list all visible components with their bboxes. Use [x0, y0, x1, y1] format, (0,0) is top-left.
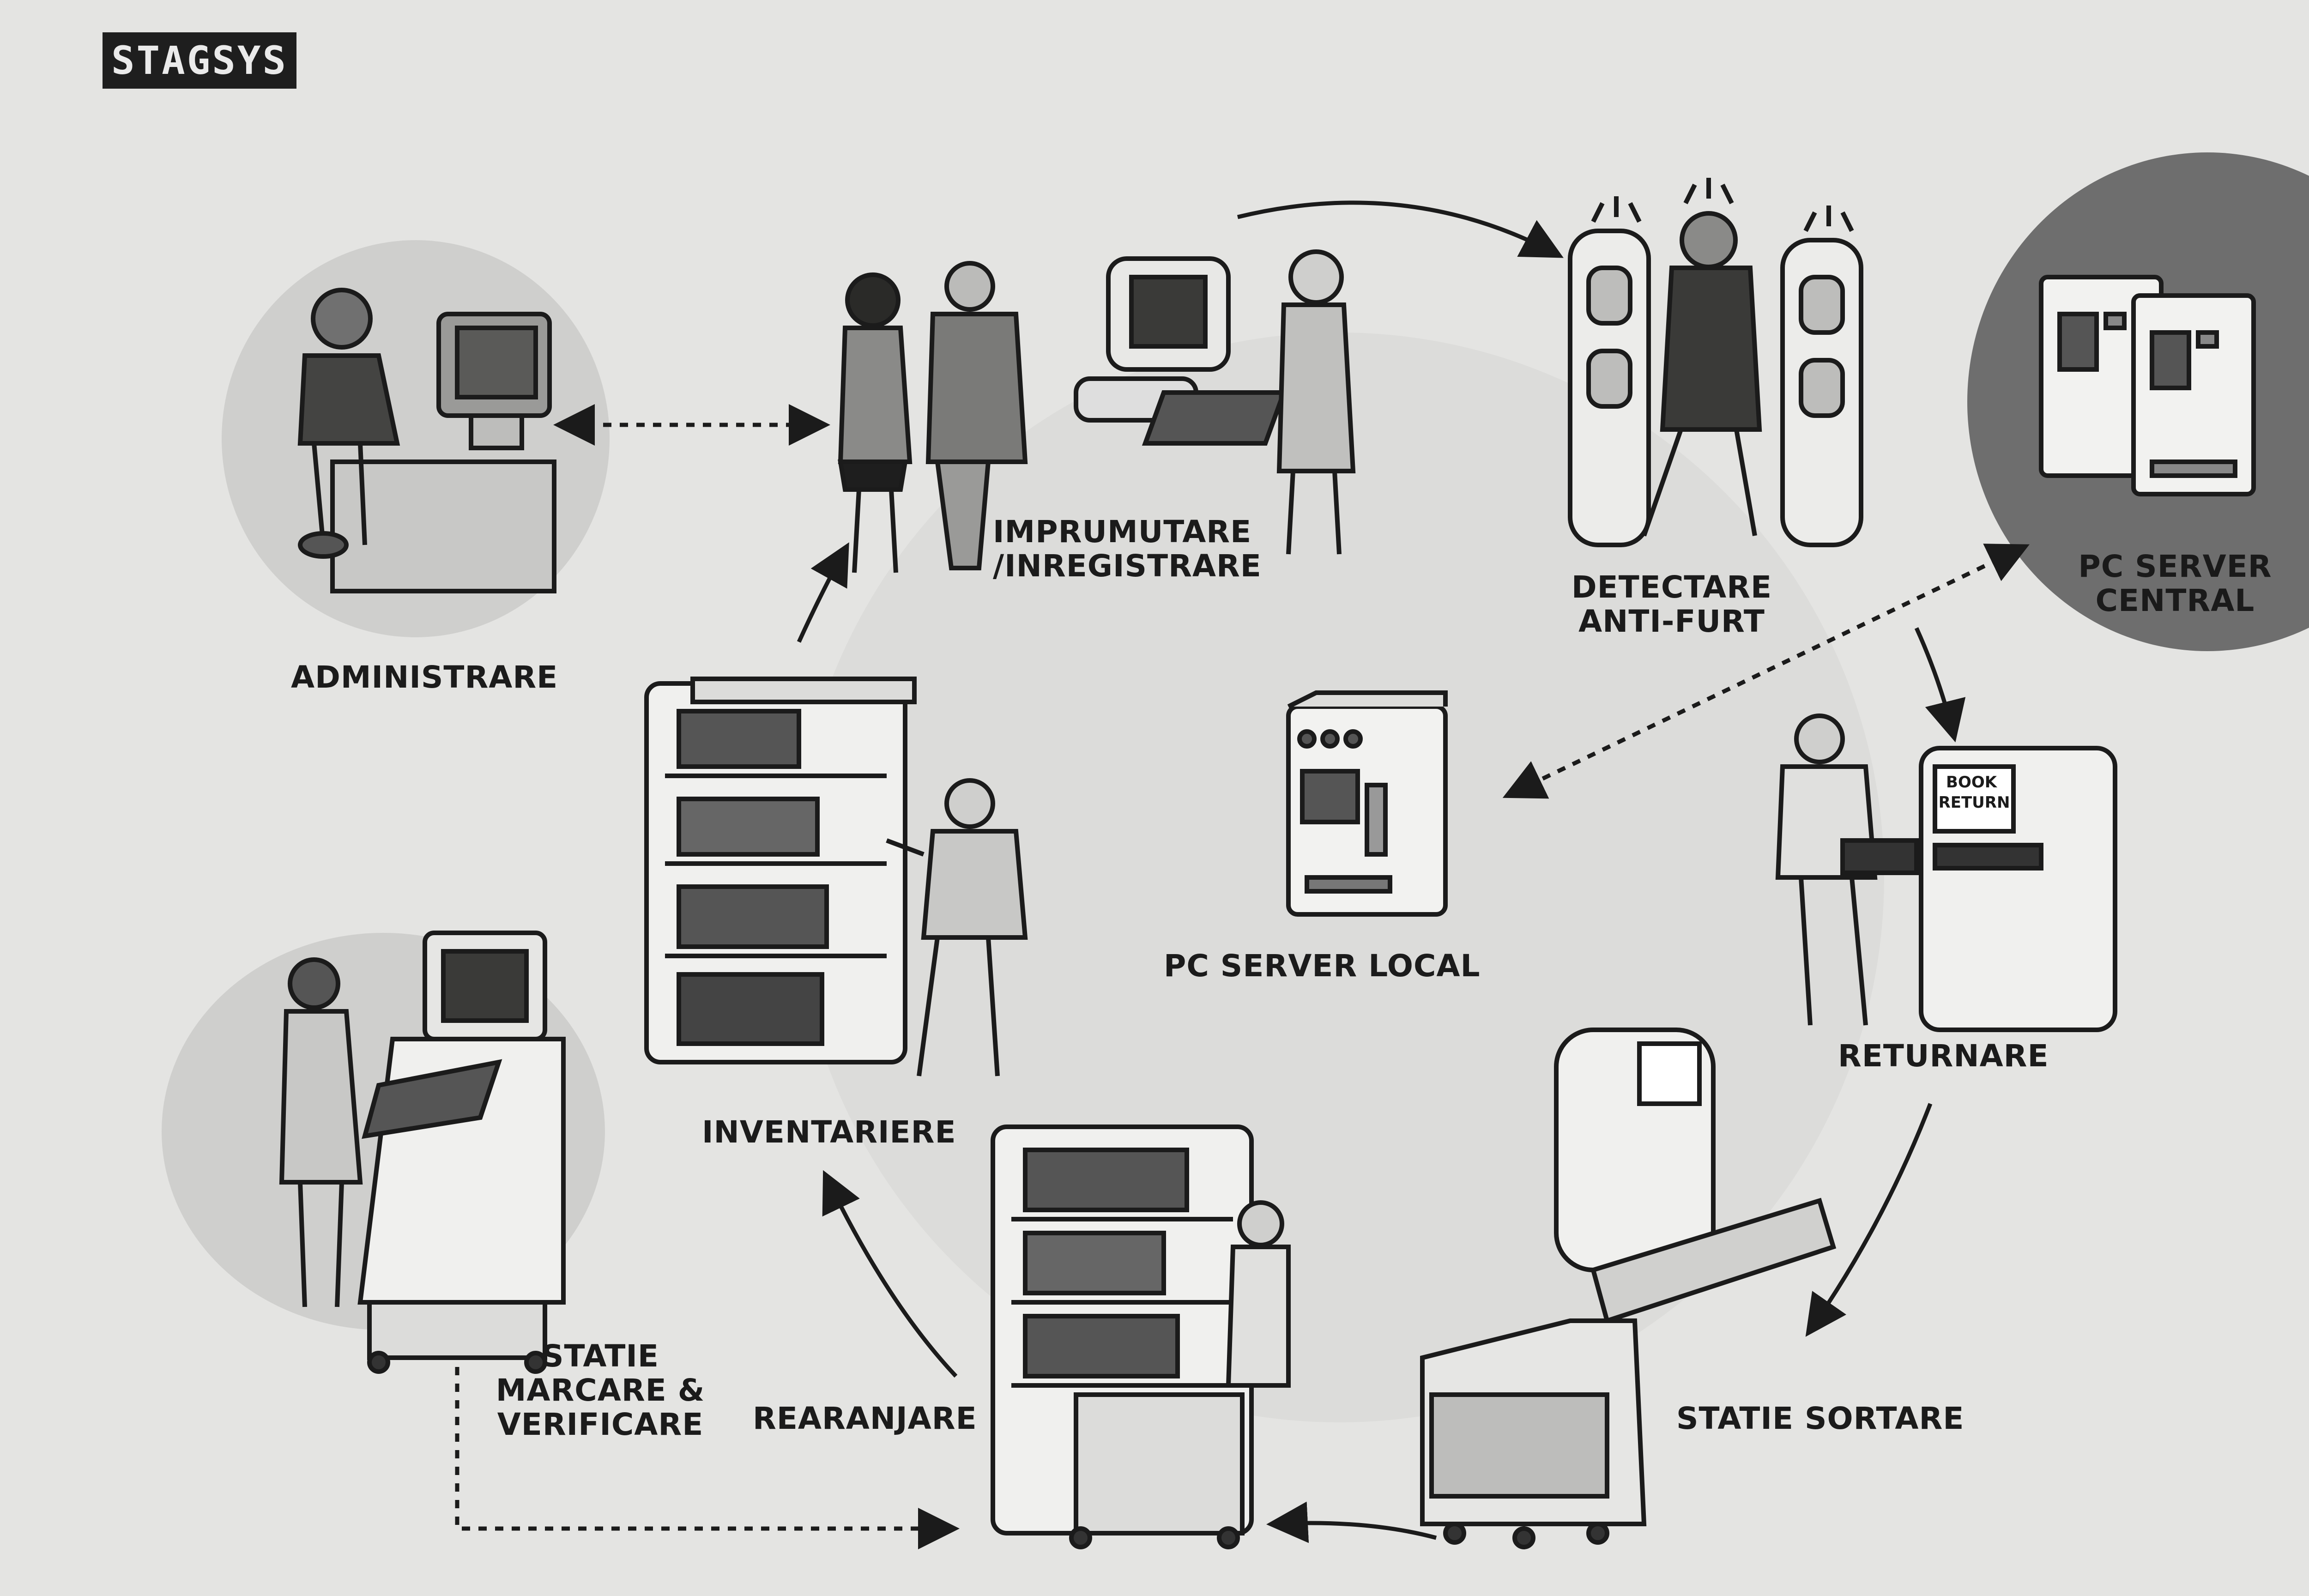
rearanjare-illustration [991, 1124, 1291, 1549]
arrow-central-local [1502, 544, 2030, 799]
stagsys-logo: STAGSYS [103, 32, 296, 89]
label-inventariere: INVENTARIERE [702, 1114, 956, 1150]
label-statie-marcare: STATIE MARCARE & VERIFICARE [496, 1338, 705, 1442]
label-returnare: RETURNARE [1838, 1038, 2049, 1074]
label-pc-server-local: PC SERVER LOCAL [1164, 948, 1481, 984]
administrare-illustration [297, 288, 556, 593]
arrow-central-returnare [1914, 627, 1966, 743]
logo-text: STAGSYS [111, 38, 288, 83]
imprumutare-illustration [838, 249, 1356, 573]
label-administrare: ADMINISTRARE [291, 659, 558, 695]
statie-marcare-illustration [279, 931, 566, 1374]
arrow-sortare-rearanjare [1266, 1501, 1437, 1543]
arrow-returnare-sortare [1805, 1103, 1933, 1337]
label-rearanjare: REARANJARE [753, 1401, 977, 1436]
flow-arrows [455, 200, 2030, 1549]
arrow-marcare-rearanjare [455, 1367, 960, 1549]
arrow-inventariere-imprumutare [797, 542, 849, 643]
label-imprumutare: IMPRUMUTARE /INREGISTRARE [993, 514, 1262, 584]
arrow-imprumutare-detectare [1237, 200, 1564, 258]
pc-server-local-illustration [1286, 690, 1448, 917]
arrow-rearanjare-inventariere [822, 1170, 958, 1378]
detectare-illustration [1568, 178, 1863, 547]
statie-sortare-illustration [1420, 1028, 1837, 1549]
inventariere-illustration [644, 677, 1028, 1076]
pc-server-central-illustration [2039, 275, 2256, 496]
book-return-line-1: BOOK [1946, 773, 1998, 792]
book-return-line-2: RETURN [1939, 793, 2010, 812]
label-pc-server-central: PC SERVER CENTRAL [2078, 549, 2272, 618]
label-statie-sortare: STATIE SORTARE [1676, 1401, 1964, 1436]
label-detectare: DETECTARE ANTI-FURT [1571, 569, 1772, 639]
